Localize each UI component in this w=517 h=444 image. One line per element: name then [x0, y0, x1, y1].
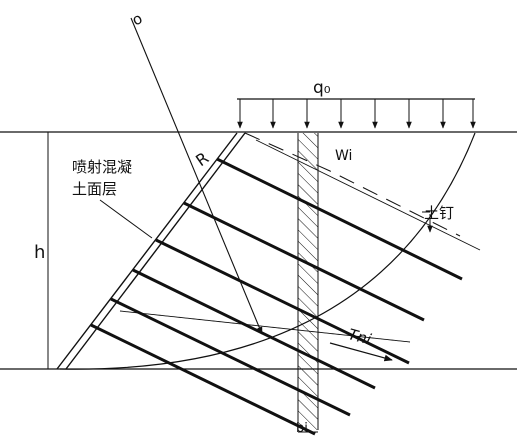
dashed-slip-surface [244, 132, 461, 237]
shotcrete-facing [56, 132, 246, 370]
soil-nail-5 [110, 297, 351, 417]
thin-guide-lines [119, 139, 481, 343]
surcharge-load [237, 98, 476, 129]
soil-nail-2 [183, 201, 425, 322]
height-dimension [40, 131, 56, 370]
facing-label-line1: 喷射混凝 [72, 158, 132, 176]
facing-leader-line [99, 199, 153, 239]
center-label: o [130, 9, 145, 29]
slice-strip [297, 133, 319, 430]
soil-nail-4 [132, 268, 376, 390]
height-label: h [34, 242, 45, 263]
nail-force-label: Tni [346, 325, 374, 349]
slip-circle-arc [59, 132, 476, 370]
radius-line [130, 17, 263, 335]
slice-weight-label: Wi [335, 148, 352, 164]
facing-label-line2: 土面层 [72, 180, 117, 198]
radius-label: R [192, 148, 212, 170]
soil-nail-6 [90, 323, 316, 436]
soil-nail-3 [155, 238, 410, 365]
nail-force-arrow [329, 342, 393, 362]
slice-width-label: bi [296, 421, 308, 436]
nail-label: 土钉 [424, 204, 454, 222]
load-label: q₀ [313, 78, 331, 98]
soil-nail-1 [216, 157, 463, 281]
soil-nails [90, 157, 463, 436]
